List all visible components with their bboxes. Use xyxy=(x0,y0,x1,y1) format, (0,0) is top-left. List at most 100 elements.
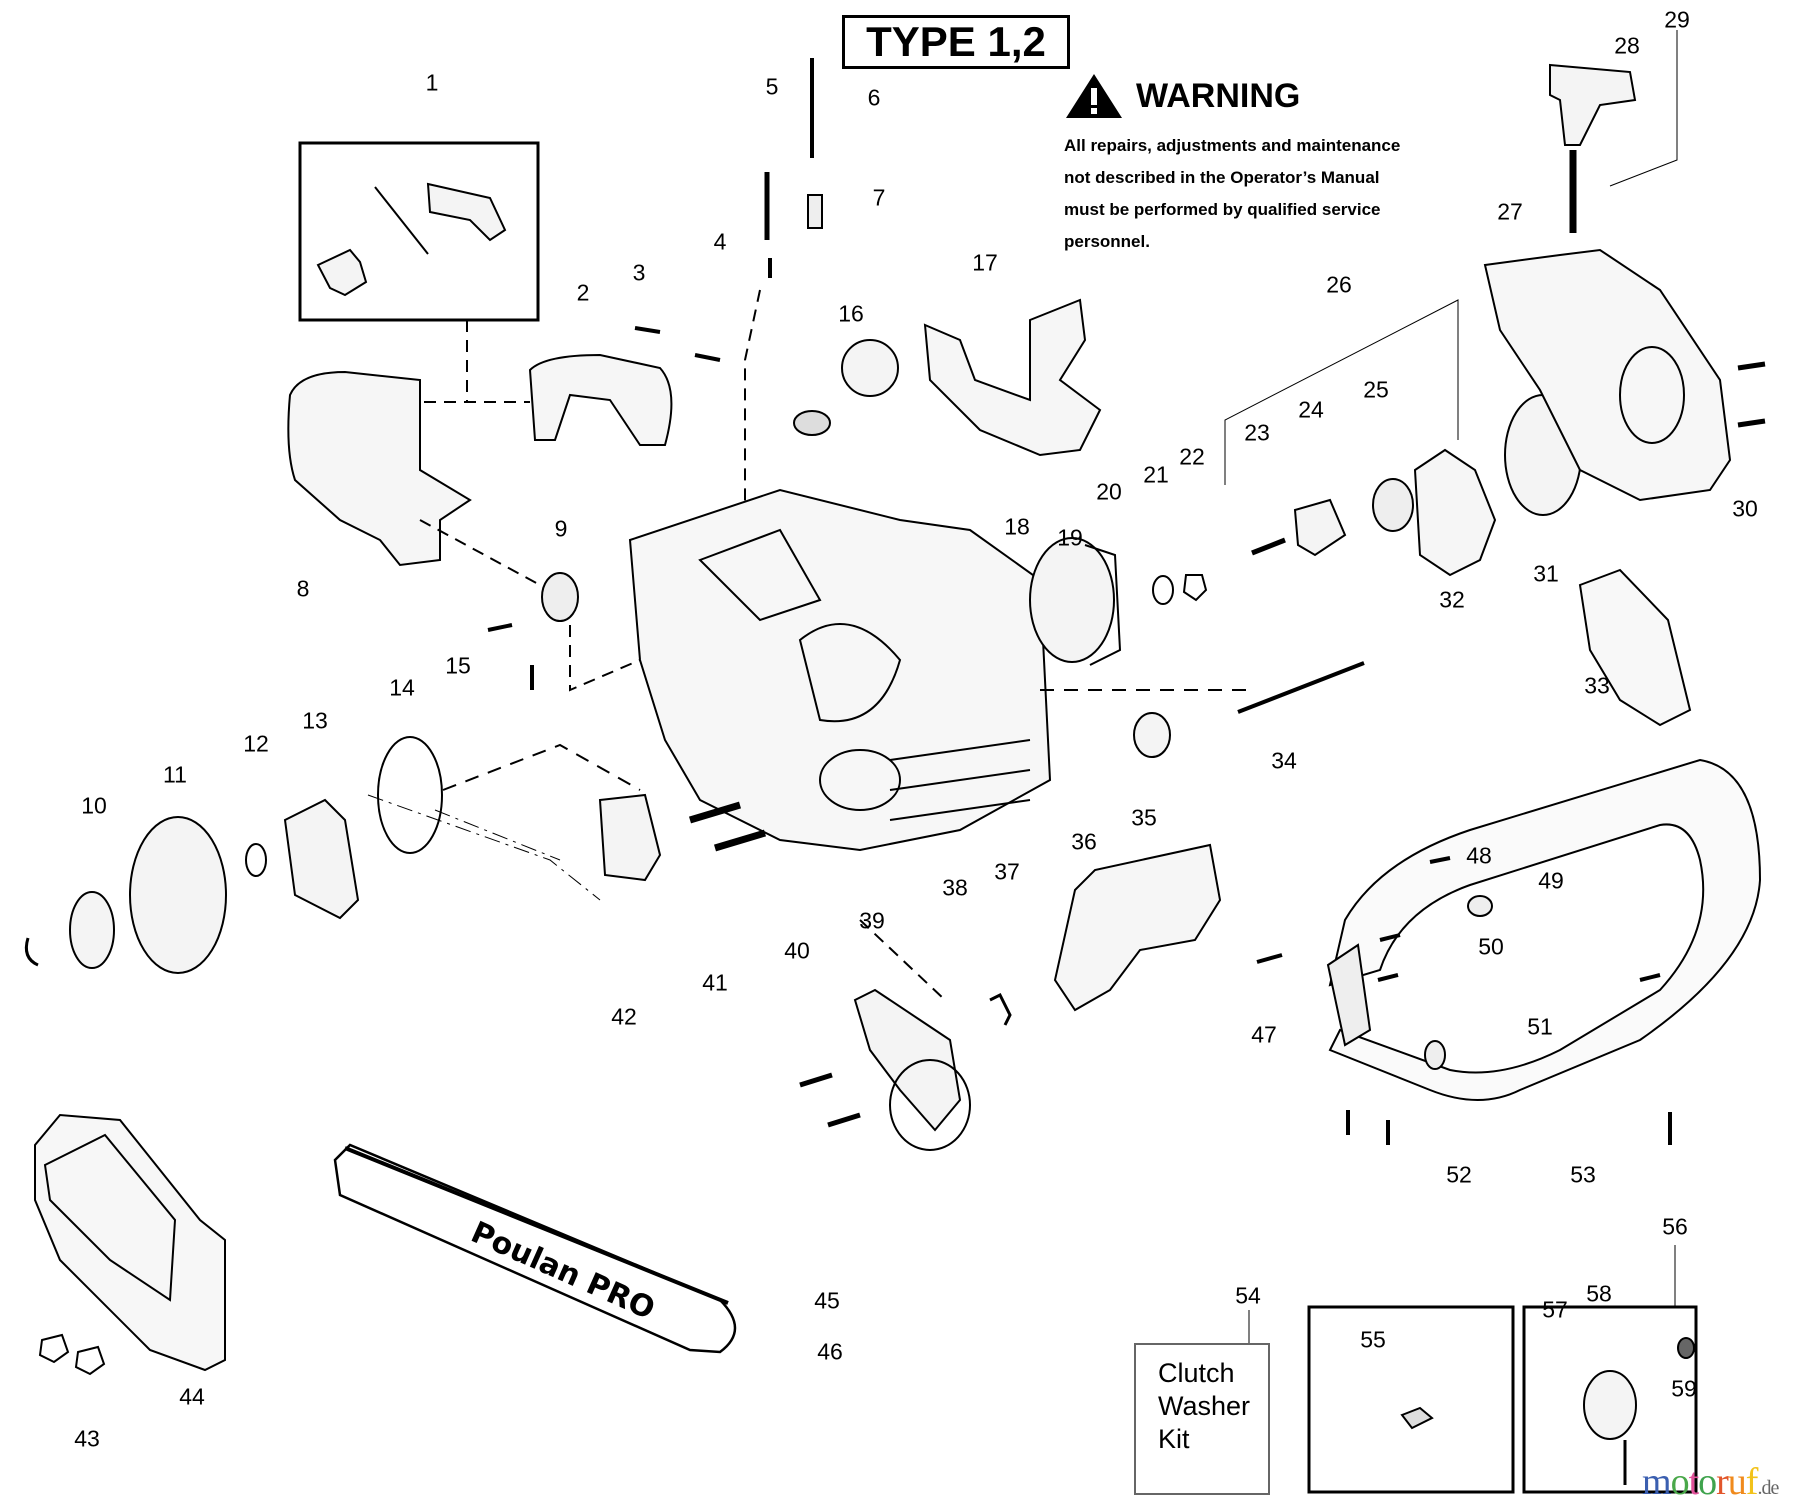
washer-part-21 xyxy=(1152,575,1174,605)
callout-22: 22 xyxy=(1179,443,1205,470)
warning-notice: WARNING All repairs, adjustments and mai… xyxy=(1064,72,1454,258)
leader-line-29 xyxy=(1609,30,1678,187)
bar-alignment-lines xyxy=(367,794,601,901)
callout-11: 11 xyxy=(163,761,187,788)
callout-31: 31 xyxy=(1533,560,1559,587)
washer-part-10 xyxy=(69,891,115,969)
callout-47: 47 xyxy=(1251,1021,1277,1048)
warning-line: must be performed by qualified service xyxy=(1064,200,1381,219)
kit-line: Washer xyxy=(1158,1391,1251,1421)
spring-part-9 xyxy=(541,572,579,622)
callout-21: 21 xyxy=(1143,461,1169,488)
callout-55: 55 xyxy=(1360,1326,1386,1353)
fuel-cap-part xyxy=(841,339,899,397)
starter-housing-part xyxy=(1483,248,1732,502)
throttle-rod-part xyxy=(374,186,429,255)
front-handle-part-52 xyxy=(1328,758,1762,1101)
oil-hose-part-55 xyxy=(1400,1406,1434,1430)
screws-3 xyxy=(634,326,721,362)
warning-line: personnel. xyxy=(1064,232,1150,251)
logo-letter: f xyxy=(1745,1461,1759,1503)
sprocket-cover-part-44 xyxy=(34,1113,226,1372)
callout-59: 59 xyxy=(1671,1375,1697,1402)
callout-18: 18 xyxy=(1004,513,1030,540)
callout-50: 50 xyxy=(1478,933,1504,960)
e-clip-part xyxy=(24,937,39,967)
handle-grip-part xyxy=(1326,943,1372,1047)
motoruf-watermark-logo: motoruf.de xyxy=(1642,1460,1779,1504)
rod-part-34 xyxy=(1237,661,1365,714)
callout-58: 58 xyxy=(1586,1280,1612,1307)
warning-text: All repairs, adjustments and maintenance… xyxy=(1064,130,1454,258)
oil-pump-part-58 xyxy=(1583,1370,1637,1440)
callout-2: 2 xyxy=(576,279,590,306)
throttle-lockout-part xyxy=(426,182,507,242)
screws-part-40 xyxy=(799,1072,861,1128)
logo-letter: o xyxy=(1698,1461,1717,1503)
callout-46: 46 xyxy=(817,1338,843,1365)
crankcase-part xyxy=(628,488,1052,852)
logo-letter: u xyxy=(1727,1461,1747,1503)
callout-52: 52 xyxy=(1446,1161,1472,1188)
warning-header: WARNING xyxy=(1064,72,1454,120)
screws-parts-50-53 xyxy=(1346,1110,1672,1145)
callout-13: 13 xyxy=(302,707,328,734)
callout-43: 43 xyxy=(74,1425,100,1452)
callout-49: 49 xyxy=(1538,867,1564,894)
recoil-pulley-part xyxy=(1413,448,1497,577)
callout-26: 26 xyxy=(1326,271,1352,298)
sprocket-cover-window xyxy=(43,1133,177,1302)
callout-34: 34 xyxy=(1271,747,1297,774)
callout-20: 20 xyxy=(1096,478,1122,505)
clutch-part-13 xyxy=(283,798,360,920)
type-title-box: TYPE 1,2 xyxy=(842,15,1070,69)
plate-part-14 xyxy=(377,736,443,854)
screws-part-15 xyxy=(487,623,534,690)
air-filter-cover-part xyxy=(528,353,673,446)
callout-7: 7 xyxy=(872,184,886,211)
callout-15: 15 xyxy=(445,652,471,679)
kit-55-frame xyxy=(1307,1305,1515,1494)
callout-32: 32 xyxy=(1439,586,1465,613)
plate-part-42 xyxy=(598,793,662,882)
crankcase-detail xyxy=(698,528,822,622)
callout-56: 56 xyxy=(1662,1213,1688,1240)
crankcase-detail-3 xyxy=(819,749,901,811)
callout-4: 4 xyxy=(713,228,727,255)
kit-line: Clutch xyxy=(1158,1358,1235,1388)
cover-part-33 xyxy=(1578,568,1692,727)
callout-51: 51 xyxy=(1527,1013,1553,1040)
saw-chain-part-45 xyxy=(344,1146,729,1305)
callout-37: 37 xyxy=(994,858,1020,885)
callout-1: 1 xyxy=(425,69,439,96)
logo-letters: motoruf xyxy=(1642,1461,1759,1503)
group-bracket-26 xyxy=(1224,299,1459,485)
clutch-drum-part-11 xyxy=(129,816,227,974)
callout-33: 33 xyxy=(1584,672,1610,699)
kit-1-frame xyxy=(298,141,540,322)
callout-6: 6 xyxy=(867,84,881,111)
crankcase-ribs xyxy=(889,739,1031,821)
callout-9: 9 xyxy=(554,515,568,542)
leader-dashed-9 xyxy=(419,519,641,692)
logo-suffix: .de xyxy=(1757,1477,1779,1499)
brake-assembly-part-39 xyxy=(853,988,962,1132)
screw-part-23 xyxy=(1251,537,1286,556)
callout-41: 41 xyxy=(702,969,728,996)
washer-part-12 xyxy=(245,843,267,877)
callout-29: 29 xyxy=(1664,6,1690,33)
heat-shield-part xyxy=(923,298,1102,457)
kit-line: Kit xyxy=(1158,1424,1190,1454)
grommet-part-7 xyxy=(807,194,823,229)
callout-24: 24 xyxy=(1298,396,1324,423)
callout-28: 28 xyxy=(1614,32,1640,59)
flywheel-fins xyxy=(1084,544,1122,666)
pulley-part-24 xyxy=(1293,498,1347,557)
logo-letter: m xyxy=(1642,1461,1672,1503)
callout-12: 12 xyxy=(243,730,269,757)
kit-56-frame xyxy=(1522,1305,1698,1494)
fuel-filter-part xyxy=(793,410,831,436)
worm-gear-part-59 xyxy=(1677,1337,1695,1359)
callout-35: 35 xyxy=(1131,804,1157,831)
